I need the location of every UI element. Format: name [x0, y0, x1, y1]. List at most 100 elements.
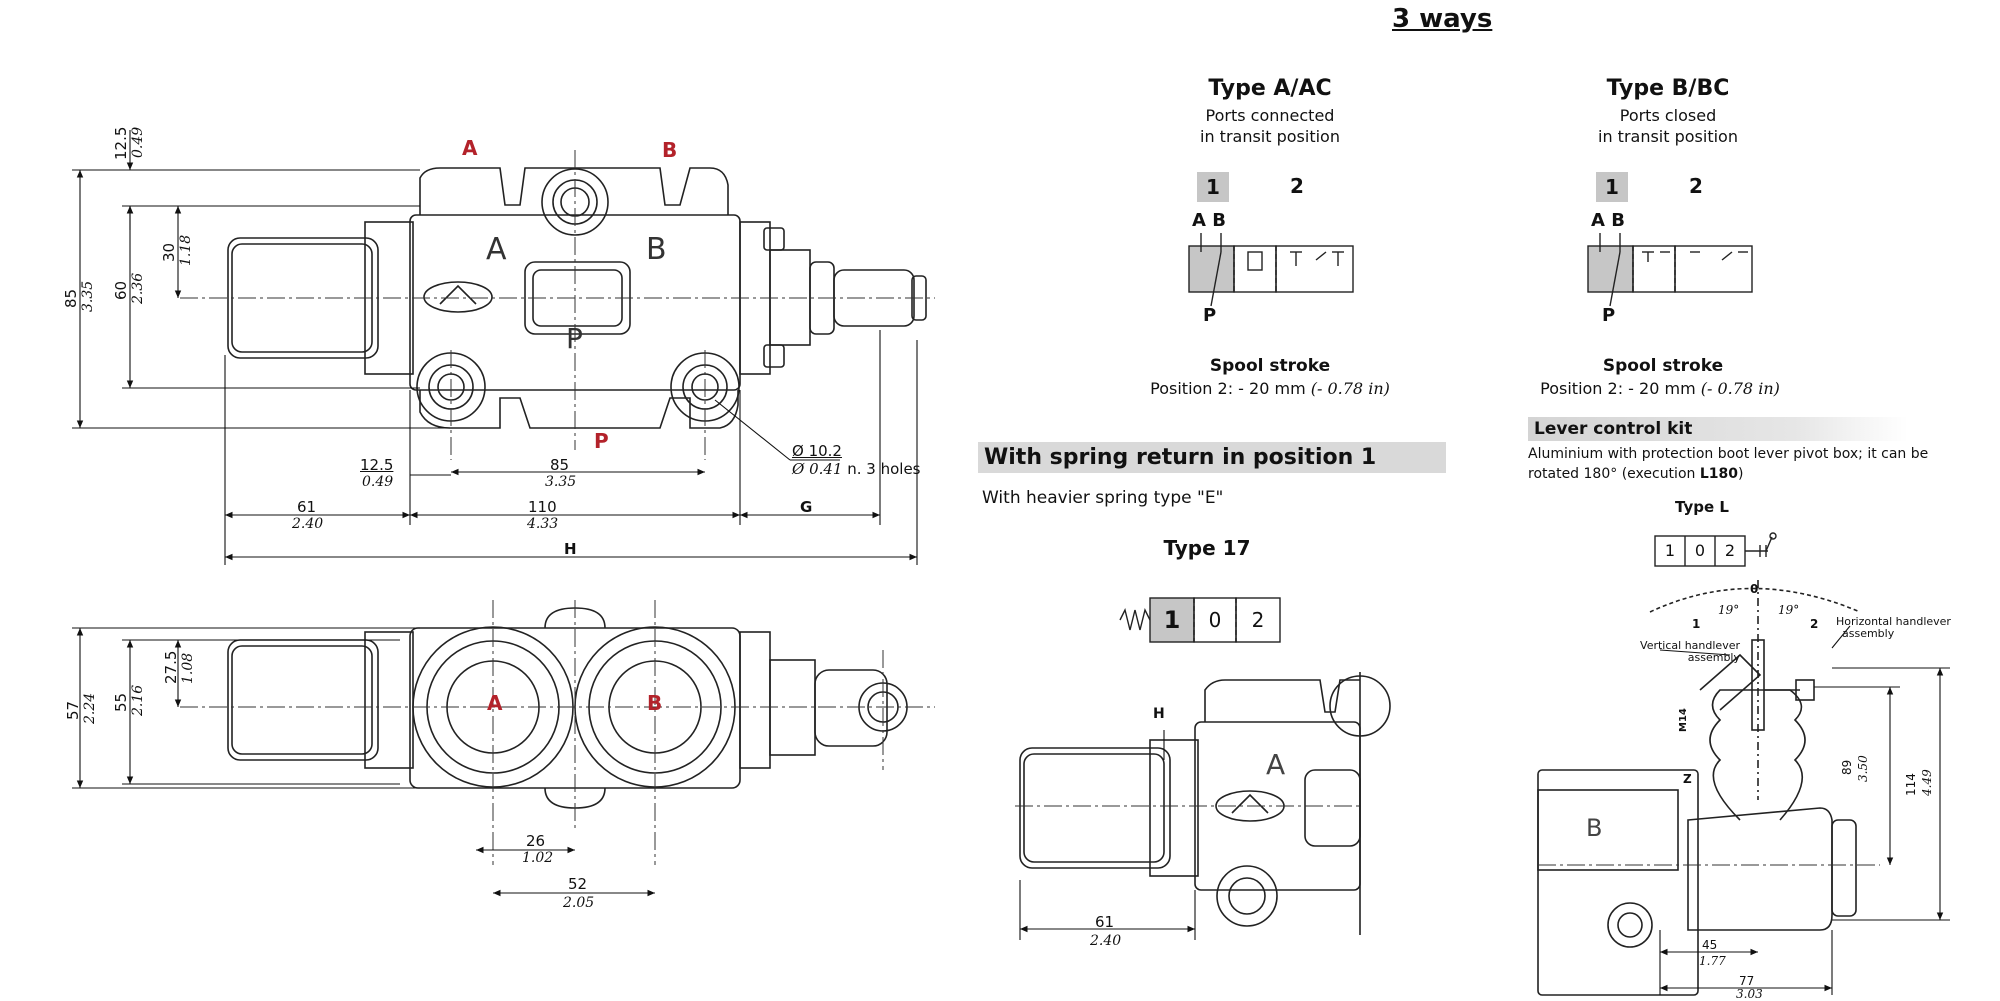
type-17-pos-2: 2 [1251, 608, 1265, 632]
dim-12-5-top: 12.5 [112, 126, 130, 160]
dim-12-5-top-in: 0.49 [130, 126, 146, 158]
dim-h: H [564, 540, 577, 558]
spring-return-heading: With spring return in position 1 [978, 442, 1446, 473]
bottom-port-a: A [487, 691, 503, 715]
dim-26-in: 1.02 [522, 850, 554, 866]
type-l-pos-2: 2 [1724, 541, 1736, 560]
lever-angle-0: 0 [1750, 582, 1759, 596]
type-l-pos-1: 1 [1664, 541, 1676, 560]
dim-60-in: 2.36 [130, 272, 146, 304]
dim-27-5: 27.5 [162, 650, 180, 684]
port-b-label: B [662, 138, 678, 162]
lever-angle-left: 19° [1718, 603, 1740, 617]
lever-kit-drawing [1537, 580, 1861, 996]
dim-57: 57 [64, 700, 82, 720]
type-a-pos-1: 1 [1197, 172, 1229, 202]
type-b-ports-ab: A B [1591, 210, 1625, 231]
type-l-pos-0: 0 [1694, 541, 1706, 560]
lever-angle-right: 19° [1778, 603, 1800, 617]
dim-85-bottom-in: 3.35 [545, 474, 577, 490]
dim-12-5-bottom-in: 0.49 [362, 474, 394, 490]
type-a-desc-1: Ports connected [1205, 106, 1335, 125]
type-b-pos-2: 2 [1689, 174, 1703, 198]
page-title: 3 ways [1392, 4, 1493, 34]
dim-60: 60 [112, 280, 130, 300]
cast-port-p: P [566, 322, 583, 355]
type-17-pos-0: 0 [1208, 608, 1222, 632]
lever-angle-2: 2 [1810, 617, 1819, 631]
bottom-view-valve [227, 607, 908, 809]
symbol-type-17 [1119, 597, 1281, 643]
lever-dim-z: Z [1683, 772, 1692, 786]
lever-kit-text-1: Aluminium with protection boot lever piv… [1528, 446, 1929, 462]
type-b-desc-2: in transit position [1598, 127, 1738, 146]
type-17-pos-1: 1 [1163, 606, 1181, 634]
lever-dim-114-in: 4.49 [1920, 769, 1934, 796]
lever-dim-77: 77 [1739, 974, 1755, 988]
bottom-port-b: B [647, 691, 663, 715]
spring-dim-61-in: 2.40 [1090, 933, 1122, 949]
type-b-spool-title: Spool stroke [1602, 356, 1724, 376]
dim-61-in: 2.40 [292, 516, 324, 532]
spring-dim-h: H [1153, 706, 1165, 722]
lever-dim-45: 45 [1702, 938, 1718, 952]
symbol-type-a [1188, 233, 1354, 307]
type-b-desc-1: Ports closed [1619, 106, 1717, 125]
spring-cast-a: A [1266, 748, 1286, 781]
symbol-type-b [1587, 233, 1753, 307]
dim-85-bottom: 85 [550, 456, 570, 474]
spring-return-text: With heavier spring type "E" [982, 488, 1224, 508]
dim-55-in: 2.16 [130, 684, 146, 716]
lever-dim-89: 89 [1840, 759, 1854, 775]
lever-dim-m14: M14 [1678, 708, 1689, 732]
type-a-spool-title: Spool stroke [1209, 356, 1331, 376]
lever-dim-77-in: 3.03 [1736, 987, 1763, 1001]
dim-12-5-bottom: 12.5 [360, 456, 394, 474]
lever-cast-b: B [1586, 814, 1603, 842]
type-b-pos-1: 1 [1596, 172, 1628, 202]
dim-g: G [800, 498, 813, 516]
dim-27-5-in: 1.08 [180, 652, 196, 684]
dim-30-in: 1.18 [178, 234, 194, 266]
lever-kit-heading: Lever control kit [1528, 417, 1908, 441]
type-a-pos-2: 2 [1290, 174, 1304, 198]
dim-110: 110 [528, 498, 557, 516]
type-b-title: Type B/BC [1606, 76, 1730, 101]
lever-dim-89-in: 3.50 [1856, 755, 1870, 782]
lever-kit-text: Aluminium with protection boot lever piv… [1528, 446, 1929, 482]
hole-diameter-in: Ø 0.41 n. 3 holes [792, 460, 921, 478]
hole-diameter: Ø 10.2 [792, 442, 842, 460]
type-l-title: Type L [1675, 498, 1729, 516]
dim-85-side: 85 [62, 288, 80, 308]
dim-52: 52 [568, 875, 588, 893]
dim-55: 55 [112, 692, 130, 712]
spring-dim-61: 61 [1095, 913, 1115, 931]
type-a-title: Type A/AC [1208, 76, 1332, 101]
dim-85-side-in: 3.35 [80, 280, 96, 312]
type-a-desc-2: in transit position [1200, 127, 1340, 146]
type-a-port-p: P [1203, 305, 1217, 326]
dim-30: 30 [160, 242, 178, 262]
port-a-label: A [462, 136, 478, 160]
dim-26: 26 [526, 832, 546, 850]
type-a-spool-pos: Position 2: - 20 mm (- 0.78 in) [1150, 379, 1390, 398]
type-b-port-p: P [1602, 305, 1616, 326]
dim-61: 61 [297, 498, 317, 516]
lever-dim-45-in: 1.77 [1699, 954, 1726, 968]
dim-57-in: 2.24 [82, 692, 98, 724]
type-a-ports-ab: A B [1192, 210, 1226, 231]
type-17-title: Type 17 [1163, 536, 1251, 560]
cast-port-a: A [486, 232, 507, 267]
dim-110-in: 4.33 [527, 516, 559, 532]
lever-dim-114: 114 [1904, 773, 1918, 796]
type-b-spool-pos: Position 2: - 20 mm (- 0.78 in) [1540, 379, 1780, 398]
dim-52-in: 2.05 [563, 895, 595, 911]
cast-port-b: B [646, 232, 667, 267]
symbol-type-l [1654, 532, 1777, 567]
port-p-label: P [594, 429, 609, 453]
lever-angle-1: 1 [1692, 617, 1701, 631]
spring-valve-drawing [1019, 672, 1391, 935]
